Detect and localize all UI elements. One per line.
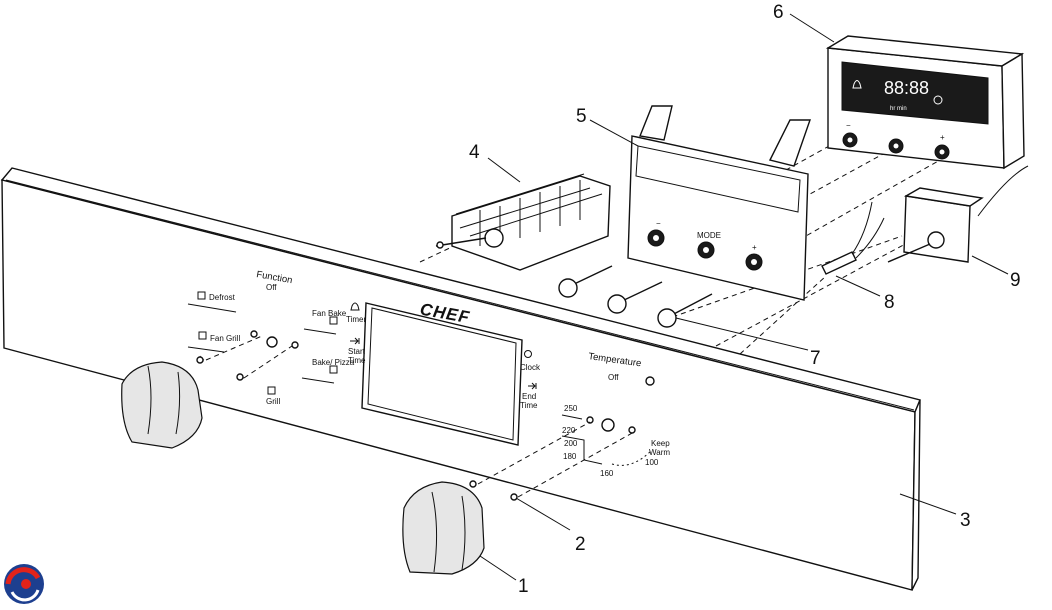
fan-grill-icon [198,331,207,340]
neon-lamp [821,201,885,275]
defrost-label: Defrost [209,293,236,302]
knob-bottom [402,481,485,575]
bracket-plus-label: + [752,243,757,252]
temp-250: 250 [564,404,578,413]
start-time-icon [350,337,360,345]
fan-bake-label: Fan Bake [312,309,347,318]
knob-left [121,361,203,449]
timer-bracket: MODE − + [627,105,811,301]
bracket-minus-label: − [656,219,661,228]
selector-switch [435,173,611,271]
fan-bake-icon [329,316,338,325]
defrost-icon [197,291,206,300]
callout-2: 2 [575,534,586,555]
temp-200: 200 [564,439,578,448]
timer-digits: 88:88 [884,78,929,98]
leader-lines [479,13,1009,581]
grill-label: Grill [266,397,280,406]
screws [196,355,518,501]
temp-160: 160 [600,469,614,478]
clock-icon [524,350,532,358]
callout-1: 1 [518,576,529,597]
timer-label: Timer [346,315,366,324]
end-time-icon [528,382,537,390]
function-off-label: Off [266,283,277,292]
keep-warm-value: 100 [645,458,659,467]
callout-7: 7 [810,348,821,369]
callout-4: 4 [469,142,480,163]
temperature-off-label: Off [608,373,619,382]
clock-label: Clock [520,363,541,372]
thermostat [887,165,1029,263]
panel-display-window [361,302,523,446]
module-minus-label: − [846,121,851,130]
timer-bell-icon [350,302,360,311]
display-clock-icon [933,95,943,105]
callout-5: 5 [576,106,587,127]
bake-pizza-label: Bake/ Pizza [312,358,355,367]
temp-220: 220 [562,426,576,435]
callout-9: 9 [1010,270,1021,291]
fan-grill-label: Fan Grill [210,334,240,343]
module-plus-label: + [940,133,945,142]
temp-180: 180 [563,452,577,461]
bake-pizza-icon [329,365,338,374]
callout-8: 8 [884,292,895,313]
push-rods [558,265,713,328]
timer-units: hr min [890,106,907,112]
grill-icon [267,386,276,395]
bracket-mode-label: MODE [697,231,721,240]
callout-3: 3 [960,510,971,531]
callout-6: 6 [773,2,784,23]
swirl-logo-icon [4,564,44,604]
timer-module: 88:88 hr min − + [825,35,1025,170]
display-bell-icon [852,80,862,89]
